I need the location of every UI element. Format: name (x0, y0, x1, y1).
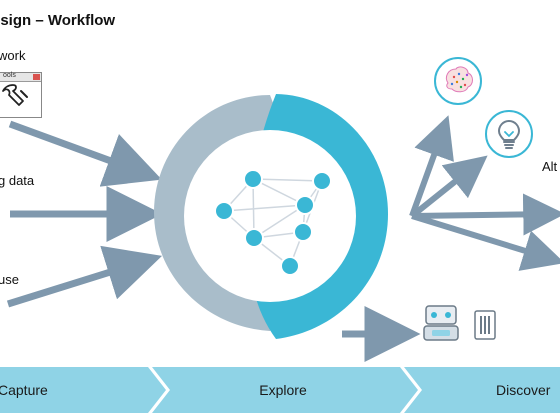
lightbulb-icon (485, 110, 533, 158)
tool-window-thumbnail: ools (0, 72, 42, 118)
tool-window-titlebar: ools (0, 72, 41, 82)
robot-icon (423, 305, 459, 341)
input-arrow-bottom (6, 245, 163, 308)
stage-bar-capture (0, 367, 166, 413)
stage-capture-label: Capture (0, 382, 48, 398)
stage-discover-label: Discover (496, 382, 551, 398)
tool-window-title: ools (3, 72, 16, 79)
stage-explore-label: Explore (259, 382, 307, 398)
left-label-top: work (0, 48, 26, 63)
network-nodes (214, 169, 332, 276)
brain-icon (434, 57, 482, 105)
server-icon (474, 310, 496, 340)
input-arrow-top (8, 120, 162, 187)
left-label-bottom: use (0, 272, 19, 287)
output-arrow-1 (409, 115, 454, 218)
stage-bar-explore (152, 367, 418, 413)
output-arrow-3 (411, 193, 560, 236)
stage-bar-discover (404, 367, 560, 413)
stage-capture: Capture (0, 367, 148, 413)
wrench-icon (2, 84, 28, 106)
close-icon (33, 74, 40, 80)
left-label-middle: g data (0, 173, 35, 188)
ring-center (184, 130, 356, 302)
output-arrow-2 (410, 155, 488, 219)
diagram-title: esign – Workflow (0, 12, 116, 29)
stage-discover: Discover (418, 367, 560, 413)
stage-explore: Explore (166, 367, 400, 413)
output-arrow-4 (411, 213, 560, 271)
right-label-fragment: Alt (542, 159, 558, 174)
